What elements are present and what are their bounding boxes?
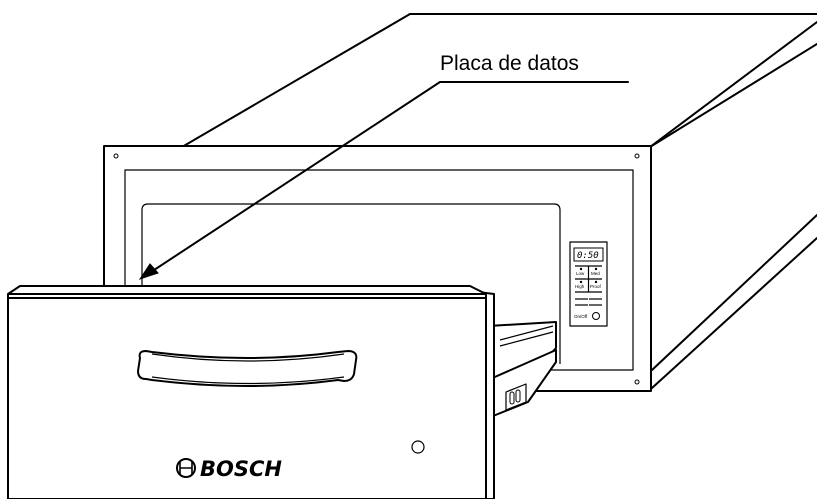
callout: Placa de datos [138, 52, 629, 280]
drawer-opening [141, 203, 561, 364]
bosch-circle-logo-icon [176, 458, 196, 478]
high-indicator-dot [579, 280, 583, 284]
on-off-button[interactable]: On/Off [574, 314, 588, 319]
drawer-handle[interactable] [137, 350, 358, 387]
slide-roller [509, 391, 515, 405]
frame-screw-bottom-right [634, 379, 640, 385]
timer-display-text: 0:50 [577, 251, 599, 261]
callout-arrowhead [138, 263, 159, 280]
timer-display [573, 247, 604, 262]
low-button[interactable]: Low [576, 271, 585, 276]
cabinet-box [181, 13, 817, 389]
brand-name: BOSCH [200, 457, 282, 481]
slide-roller-2 [515, 389, 521, 403]
callout-label: Placa de datos [440, 52, 579, 75]
drawer-sensor-icon [411, 440, 425, 454]
high-button[interactable]: High [575, 284, 585, 289]
frame-screw-top-left [113, 153, 119, 159]
drawer-front [7, 285, 487, 499]
control-panel: 0:50 Low Med High Proof On/Off [569, 241, 608, 327]
low-indicator-dot [579, 267, 583, 271]
drawer-slide [487, 321, 557, 419]
brand-logo: BOSCH [176, 457, 282, 481]
med-button[interactable]: Med [591, 271, 600, 276]
frame-screw-top-right [634, 153, 640, 159]
proof-button[interactable]: Proof [590, 284, 602, 289]
med-indicator-dot [594, 267, 598, 271]
callout-leader-line [147, 81, 441, 275]
proof-indicator-dot [594, 280, 598, 284]
power-ring-icon[interactable] [592, 312, 600, 320]
